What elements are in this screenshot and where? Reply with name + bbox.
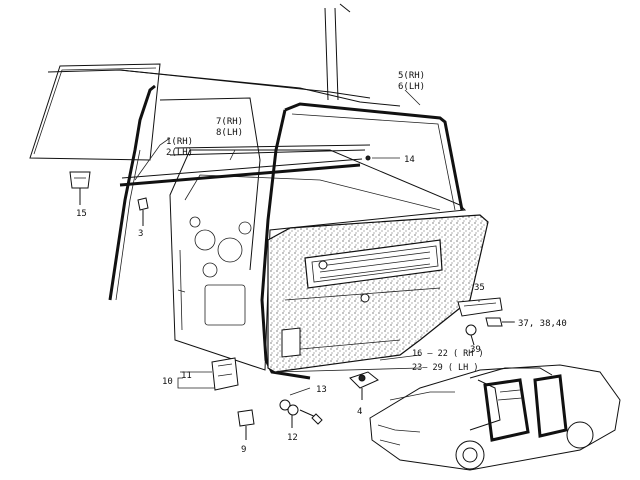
callout-35: 35: [474, 283, 485, 293]
callout-5-rh: 5(RH): [398, 71, 425, 81]
inset-highlight-door: [483, 378, 530, 442]
callout-4: 4: [357, 407, 362, 417]
callout-23-29-lh: 23– 29 ( LH ): [412, 363, 479, 373]
door-body-frame: [47, 3, 401, 271]
part-15-clip: [69, 171, 91, 205]
callout-16-22-rh: 16 – 22 ( RH ): [412, 349, 484, 359]
callout-1-rh: 1(RH): [166, 137, 193, 147]
leader-lines: [134, 89, 515, 396]
door-glass: [29, 63, 161, 161]
callout-2-lh: 2(LH): [166, 148, 193, 158]
part-39-cap: [465, 324, 477, 346]
callout-13: 13: [316, 385, 327, 395]
callout-11: 11: [181, 371, 192, 381]
car-inset-illustration: [369, 364, 621, 471]
callout-15: 15: [76, 209, 87, 219]
callout-8-lh: 8(LH): [216, 128, 243, 138]
inner-door-shell: [169, 149, 467, 371]
part-12-washers-screw: [279, 399, 323, 428]
part-3-fastener: [137, 197, 149, 226]
callout-14: 14: [404, 155, 415, 165]
part-35-handle-bezel: [457, 297, 503, 317]
armrest-panel: [304, 239, 443, 289]
callout-39: 39: [470, 345, 481, 355]
part-9-block: [237, 409, 255, 440]
part-4-regulator-handle: [349, 371, 379, 400]
part-11-latch: [211, 357, 239, 391]
door-trim-panel: [267, 214, 489, 373]
glass-run-channel: [119, 144, 371, 187]
callout-37-38-40: 37, 38,40: [518, 319, 567, 329]
callout-10: 10: [162, 377, 173, 387]
callout-6-lh: 6(LH): [398, 82, 425, 92]
callout-3: 3: [138, 229, 143, 239]
callout-9: 9: [241, 445, 246, 455]
callout-12: 12: [287, 433, 298, 443]
callout-7-rh: 7(RH): [216, 117, 243, 127]
door-weatherstrip-loop: [260, 102, 464, 380]
front-weatherstrip: [108, 84, 156, 301]
